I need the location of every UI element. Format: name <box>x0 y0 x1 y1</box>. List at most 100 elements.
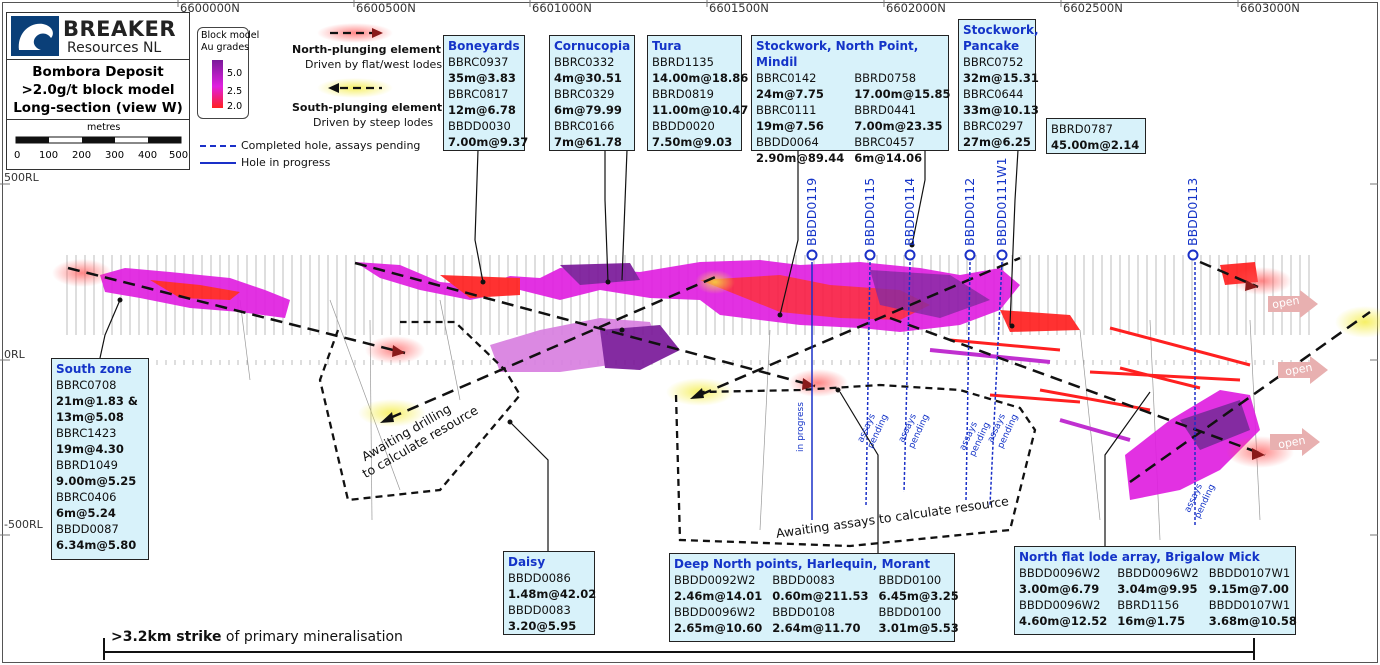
hole-id: BBDD0107W1 <box>1208 566 1291 580</box>
callout-tura: Tura BBRD1135 14.00m@18.86 BBRD0819 11.0… <box>647 35 749 151</box>
intercept-value: 21m@1.83 & <box>56 394 138 408</box>
wave-logo-icon <box>11 16 59 56</box>
hole-id: BBDD0100 <box>878 573 942 587</box>
hole-id: BBRC0708 <box>56 378 117 392</box>
title-block: BREAKER Resources NL Bombora Deposit >2.… <box>6 12 190 170</box>
legend-title: Block model <box>201 30 260 41</box>
intercept-value: 32m@15.31 <box>963 71 1039 85</box>
grade-value: 2.0 <box>227 101 243 112</box>
hole-id: BBDD0100 <box>878 605 942 619</box>
map-title-line: >2.0g/t block model <box>21 82 175 98</box>
strike-label: >3.2km strike of primary mineralisation <box>111 629 403 645</box>
intercept-value: 9.00m@5.25 <box>56 474 137 488</box>
scale-tick: 0 <box>14 150 21 161</box>
hole-id: BBRC0329 <box>554 87 615 101</box>
callout-cornucopia: Cornucopia BBRC0332 4m@30.51 BBRC0329 6m… <box>549 35 635 151</box>
in-progress-label: in progress <box>796 402 806 452</box>
intercept-value: 6m@14.06 <box>854 151 923 165</box>
map-title-line: Long-section (view W) <box>13 100 183 116</box>
scale-tick: 200 <box>72 150 92 161</box>
intercept-value: 6m@79.99 <box>554 103 622 117</box>
scale-tick: 300 <box>105 150 125 161</box>
callout-title: North flat lode array, Brigalow Mick <box>1019 550 1260 564</box>
coord-label: 6602500N <box>1063 1 1123 15</box>
hole-id: BBRC0332 <box>554 55 615 69</box>
scale-bar-graphic <box>15 136 182 144</box>
hole-id: BBDD0064 <box>756 135 819 149</box>
intercept-value: 2.90m@89.44 <box>756 151 845 165</box>
strike-bold: >3.2km strike <box>111 629 222 645</box>
scale-tick: 400 <box>138 150 158 161</box>
intercept-value: 45.00m@2.14 <box>1051 138 1140 152</box>
hole-id: BBRD0441 <box>854 103 917 117</box>
intercept-value: 13m@5.08 <box>56 410 124 424</box>
intercept-value: 33m@10.13 <box>963 103 1039 117</box>
hole-id: BBDD0096W2 <box>1117 566 1199 580</box>
hole-id: BBDD0096W2 <box>674 605 756 619</box>
intercept-value: 7.00m@23.35 <box>854 119 943 133</box>
legend-north-sub: Driven by flat/west lodes <box>305 58 443 71</box>
intercept-value: 19m@4.30 <box>56 442 124 456</box>
callout-title: Deep North points, Harlequin, Morant <box>674 557 931 571</box>
hole-id: BBDD0030 <box>448 119 511 133</box>
brand-name: BREAKER <box>63 17 177 41</box>
hole-id: BBDD0092W2 <box>674 573 756 587</box>
hole-id: BBRC0111 <box>756 103 817 117</box>
hole-id: BBDD0107W1 <box>1208 598 1291 612</box>
callout-title: Cornucopia <box>554 39 631 53</box>
hole-id: BBRC0752 <box>963 55 1024 69</box>
intercept-value: 3.01m@5.53 <box>878 621 959 635</box>
hole-label: BBDD0115 <box>862 177 877 246</box>
hole-id: BBRD0819 <box>652 87 714 101</box>
callout-bbrd0787: BBRD0787 45.00m@2.14 <box>1046 118 1146 154</box>
hole-id: BBRC0457 <box>854 135 915 149</box>
coord-label: 6603000N <box>1240 1 1300 15</box>
scale-tick: 100 <box>39 150 59 161</box>
intercept-value: 0.60m@211.53 <box>772 589 869 603</box>
intercept-value: 1.48m@42.02 <box>508 587 597 601</box>
intercept-value: 2.46m@14.01 <box>674 589 763 603</box>
hole-id: BBRC0142 <box>756 71 817 85</box>
intercept-value: 16m@1.75 <box>1117 614 1186 628</box>
callout-boneyards: Boneyards BBRC0937 35m@3.83 BBRC0817 12m… <box>443 35 529 151</box>
grade-value: 2.5 <box>227 86 243 97</box>
intercept-value: 14.00m@18.86 <box>652 71 749 85</box>
intercept-value: 6.34m@5.80 <box>56 538 137 552</box>
hole-id: BBRD1135 <box>652 55 714 69</box>
coord-label: 6600000N <box>180 1 240 15</box>
callout-north-flat-lode: North flat lode array, Brigalow Mick BBD… <box>1014 546 1297 635</box>
intercept-value: 35m@3.83 <box>448 71 516 85</box>
intercept-value: 7.50m@9.03 <box>652 135 733 149</box>
callout-stockwork-north-point: Stockwork, North Point, Mindil BBRC0142 … <box>751 35 950 165</box>
intercept-value: 3.20@5.95 <box>508 619 577 633</box>
hole-id: BBDD0086 <box>508 571 571 585</box>
legend-title: Au grades <box>201 42 250 53</box>
strike-text: of primary mineralisation <box>221 629 403 645</box>
intercept-value: 3.68m@10.58 <box>1208 614 1297 628</box>
callout-title: Tura <box>652 39 682 53</box>
callout-title: Pancake <box>963 39 1020 53</box>
grade-legend: Block model Au grades 5.0 2.5 2.0 <box>197 27 259 119</box>
intercept-value: 3.04m@9.95 <box>1117 582 1198 596</box>
intercept-value: 4.60m@12.52 <box>1019 614 1108 628</box>
rl-label-0: 0RL <box>4 348 25 361</box>
map-title-line: Bombora Deposit <box>32 64 164 80</box>
hole-id: BBDD0096W2 <box>1019 566 1101 580</box>
intercept-value: 24m@7.75 <box>756 87 824 101</box>
map-title: Bombora Deposit >2.0g/t block model Long… <box>7 60 189 120</box>
legend-north-title: North-plunging element <box>292 43 442 56</box>
company-name: Resources NL <box>67 40 162 56</box>
coord-label: 6601500N <box>709 1 769 15</box>
intercept-value: 12m@6.78 <box>448 103 516 117</box>
intercept-value: 9.15m@7.00 <box>1208 582 1289 596</box>
callout-title: Stockwork, North Point, Mindil <box>756 39 919 69</box>
callout-south-zone: South zone BBRC0708 21m@1.83 & 13m@5.08 … <box>51 358 149 560</box>
rl-label-minus500: -500RL <box>4 518 43 531</box>
intercept-value: 19m@7.56 <box>756 119 824 133</box>
grade-color-bar <box>212 60 223 108</box>
intercept-value: 7.00m@9.37 <box>448 135 529 149</box>
intercept-value: 3.00m@6.79 <box>1019 582 1100 596</box>
callout-title: South zone <box>56 362 132 376</box>
hole-id: BBRD0758 <box>854 71 917 85</box>
hole-id: BBRC0937 <box>448 55 509 69</box>
